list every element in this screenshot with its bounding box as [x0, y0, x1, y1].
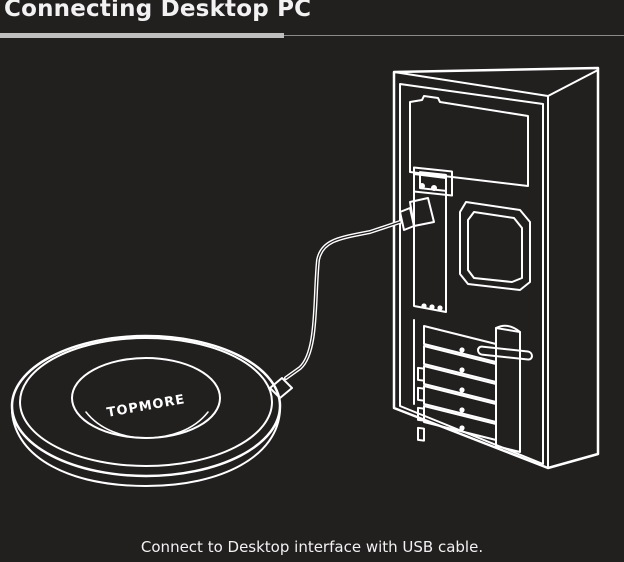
desktop-tower [392, 66, 600, 470]
wireless-charger [10, 334, 282, 487]
connection-illustration: TOPMORE [10, 66, 600, 487]
title-underline [0, 33, 284, 38]
brand-logo: TOPMORE [106, 392, 187, 421]
usb-plug-icon [399, 197, 435, 231]
usb-cable [269, 197, 435, 399]
title-divider [284, 35, 624, 36]
page-title: Connecting Desktop PC [4, 0, 312, 22]
caption-text: Connect to Desktop interface with USB ca… [140, 538, 484, 556]
